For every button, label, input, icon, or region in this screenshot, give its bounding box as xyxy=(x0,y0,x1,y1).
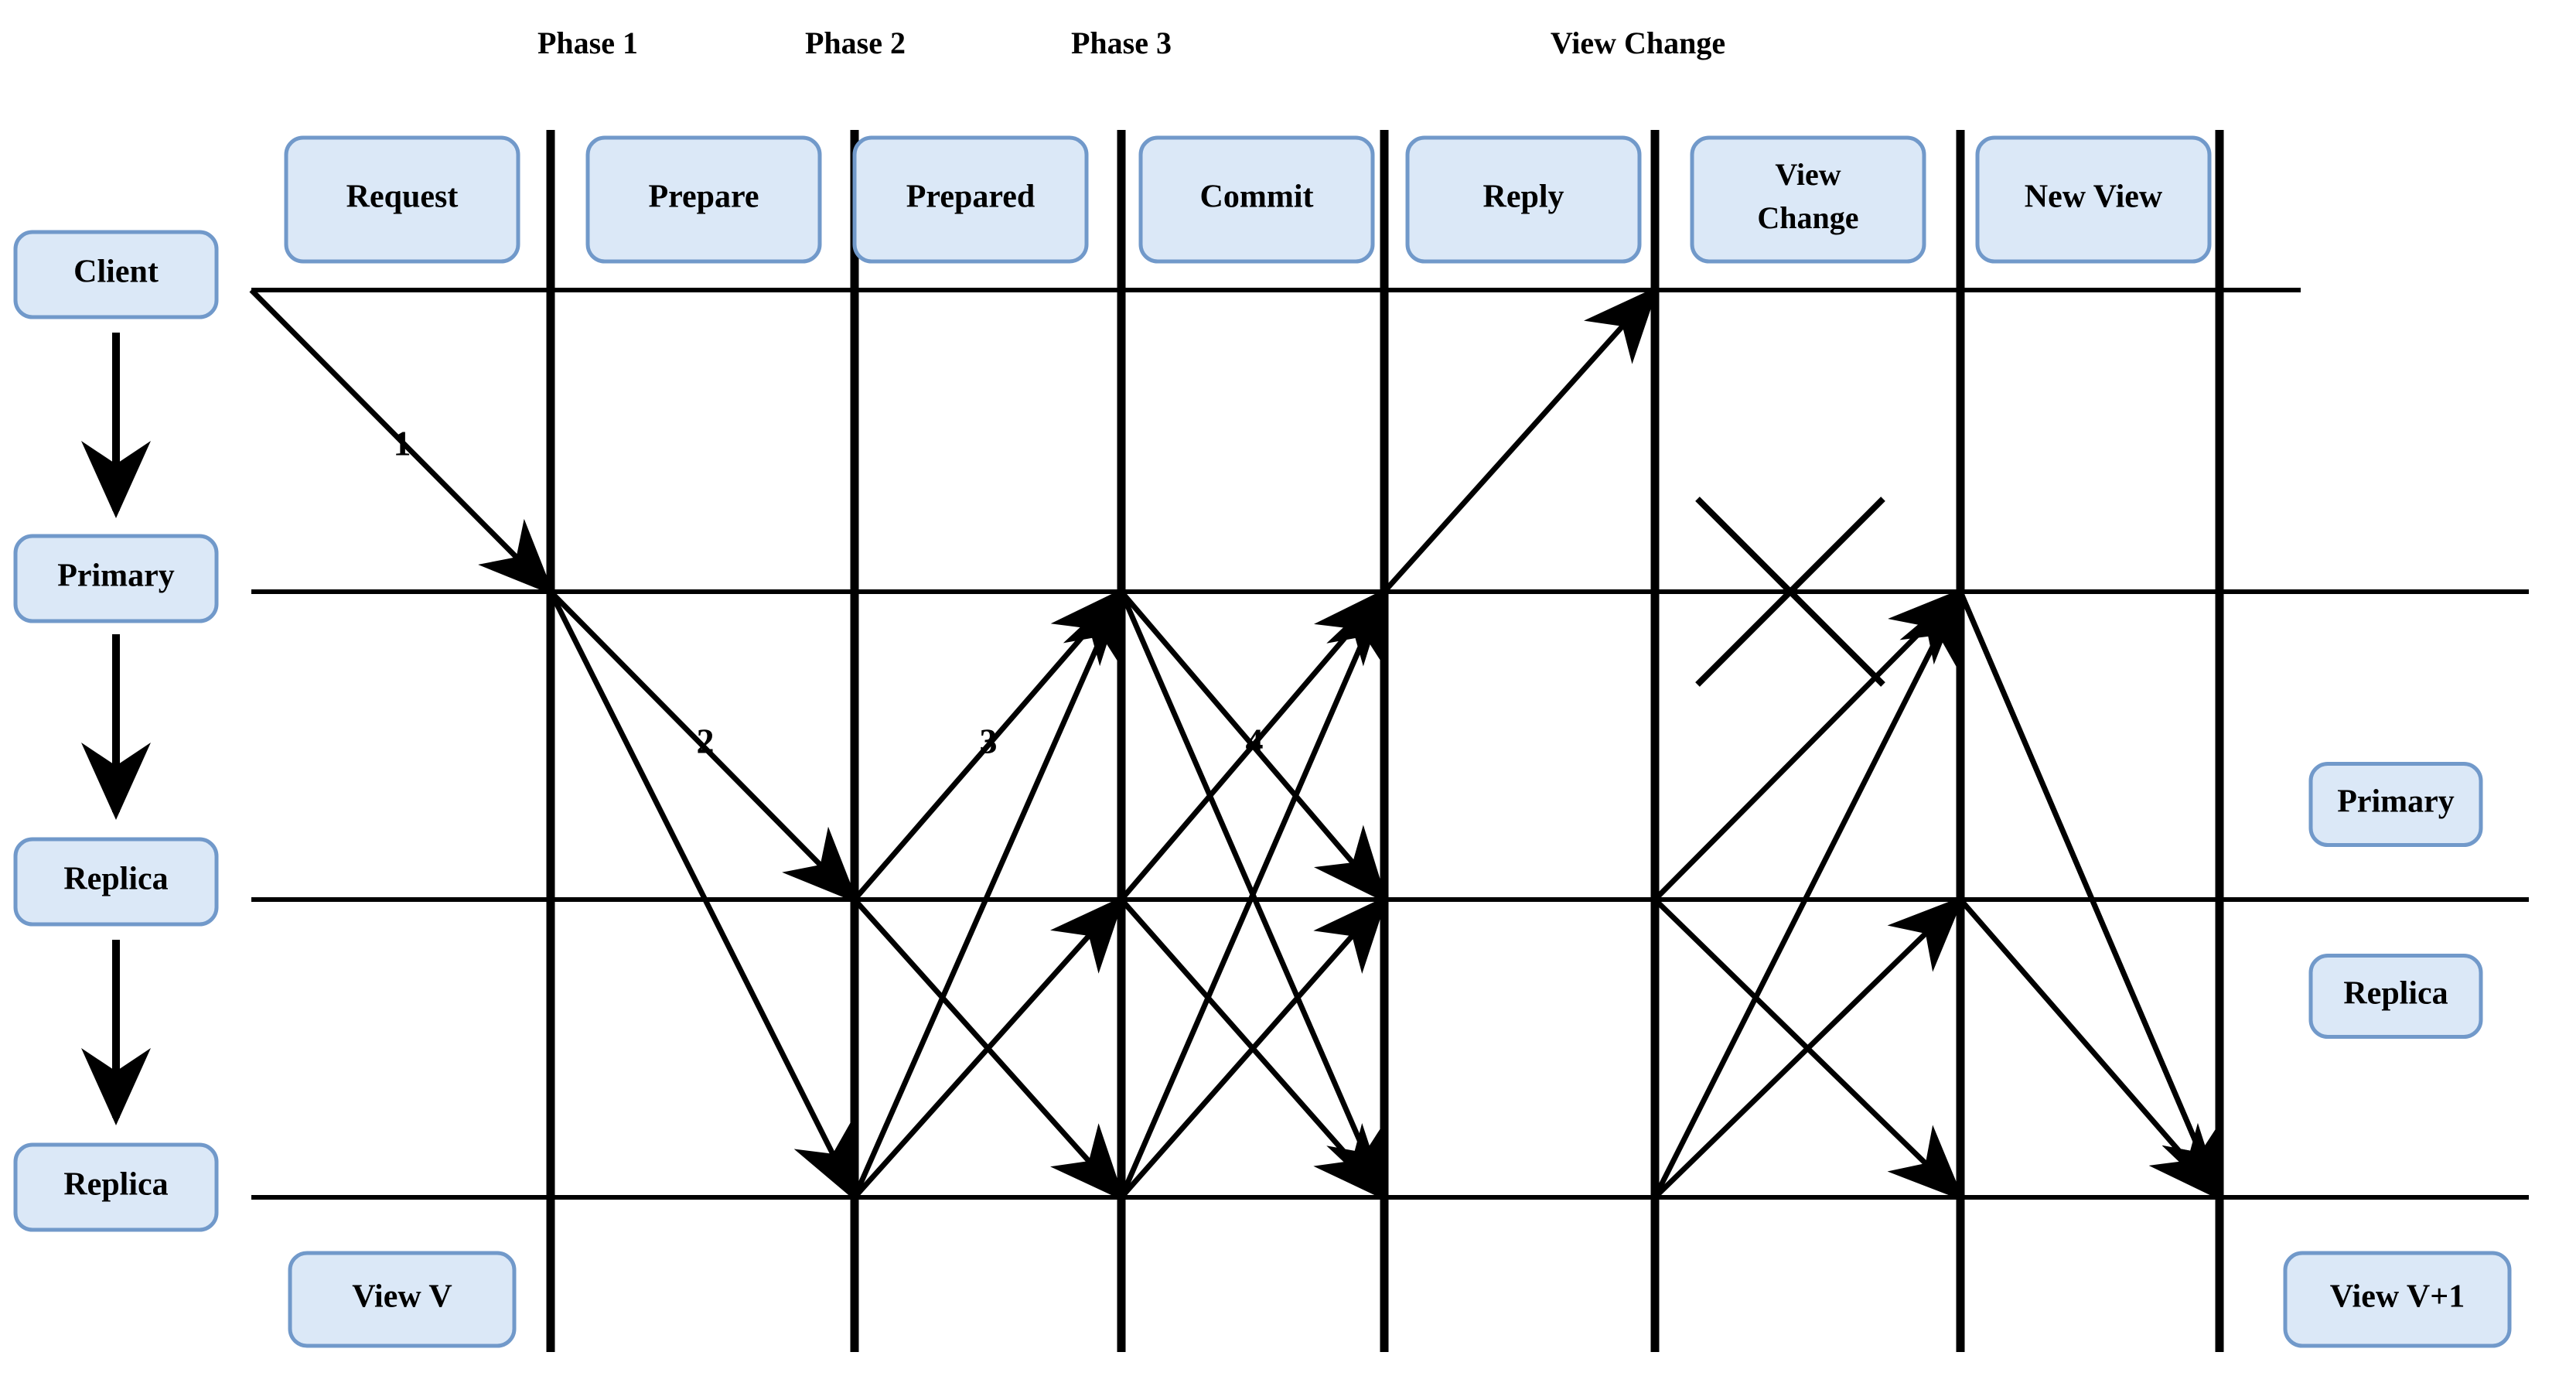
failure-cross-stroke-b xyxy=(1695,497,1885,687)
message-arrow-commit-r2-r1 xyxy=(1119,895,1388,1200)
message-arrow-nv-newp-r2 xyxy=(1957,590,2223,1203)
message-arrow-vc-r2-newp xyxy=(1652,586,1964,1199)
message-arrow-nv-r1-r2 xyxy=(1958,897,2223,1202)
phase-header-phase-3: Phase 3 xyxy=(1071,26,1172,60)
message-box-reply: Reply xyxy=(1405,135,1642,264)
message-box-request: Request xyxy=(284,135,520,264)
message-arrow-vc-r1-r2 xyxy=(1653,897,1965,1201)
message-box-reply-rect xyxy=(1405,135,1642,264)
role-box-right-replica-2: Replica xyxy=(2308,954,2483,1039)
message-box-view-change-label-line-1: View xyxy=(1775,157,1841,192)
role-box-right-primary-1-label: Primary xyxy=(2337,784,2455,820)
message-arrow-vc-r1-newp xyxy=(1653,588,1964,902)
role-box-left-replica-3-label: Replica xyxy=(63,862,168,897)
divider-group xyxy=(546,130,2224,1352)
message-arrow-prepare-p-r2 xyxy=(548,590,858,1203)
phase-header-phase-2: Phase 2 xyxy=(805,26,906,60)
primary-failure-cross xyxy=(1695,497,1885,687)
view-box-view-vplus1-label: View V+1 xyxy=(2330,1279,2465,1315)
role-box-left-primary-2-rect xyxy=(13,534,219,623)
role-box-left-replica-4: Replica xyxy=(13,1142,219,1232)
message-arrow-prepare-p-r1 xyxy=(548,589,858,903)
role-box-left-replica-3: Replica xyxy=(13,837,219,927)
view-box-view-v-label: View V xyxy=(352,1279,452,1315)
message-box-request-label: Request xyxy=(346,179,459,215)
message-box-commit-label: Commit xyxy=(1200,179,1314,215)
role-box-left-client-1-rect xyxy=(13,230,219,319)
role-box-left-client-1-label: Client xyxy=(73,254,159,290)
step-number-3: 3 xyxy=(980,722,998,761)
phase-header-phase-1: Phase 1 xyxy=(537,26,638,60)
view-box-view-v-rect xyxy=(288,1251,517,1348)
role-box-right-replica-2-rect xyxy=(2308,954,2483,1039)
message-box-new-view-rect xyxy=(1975,135,2212,264)
message-box-commit: Commit xyxy=(1138,135,1375,264)
message-arrow-group xyxy=(249,285,2223,1203)
message-box-prepared-rect xyxy=(852,135,1089,264)
message-box-prepare-label: Prepare xyxy=(648,179,759,215)
message-box-prepared: Prepared xyxy=(852,135,1089,264)
message-box-new-view-label: New View xyxy=(2025,179,2163,215)
message-box-view-change-rect xyxy=(1690,135,1926,264)
step-number-4: 4 xyxy=(1246,722,1264,761)
message-arrow-prepared-r2-p xyxy=(851,586,1124,1199)
view-box-view-v: View V xyxy=(288,1251,517,1348)
lifeline-group xyxy=(251,288,2529,1200)
phase-header-view-change: View Change xyxy=(1551,26,1725,60)
message-box-view-change-label-line-2: Change xyxy=(1757,200,1858,235)
message-arrow-commit-r2-p xyxy=(1118,586,1387,1199)
role-box-left-replica-3-rect xyxy=(13,837,219,927)
phase-header-group: Phase 1 Phase 2 Phase 3 View Change xyxy=(537,26,1725,60)
step-number-group: 1 2 3 4 xyxy=(394,424,1264,761)
role-box-right-primary-1: Primary xyxy=(2308,762,2483,847)
role-box-left-primary-2: Primary xyxy=(13,534,219,623)
role-box-left-primary-2-label: Primary xyxy=(57,558,175,594)
message-box-commit-rect xyxy=(1138,135,1375,264)
view-box-group: View V View V+1 xyxy=(288,1251,2512,1348)
message-box-new-view: New View xyxy=(1975,135,2212,264)
step-number-2: 2 xyxy=(697,722,715,761)
message-arrow-prepared-r2-r1 xyxy=(852,895,1125,1200)
role-box-right-replica-2-label: Replica xyxy=(2343,976,2448,1012)
message-arrow-request xyxy=(249,288,554,596)
role-box-left-client-1: Client xyxy=(13,230,219,319)
message-box-prepare: Prepare xyxy=(585,135,822,264)
message-box-reply-label: Reply xyxy=(1483,179,1564,215)
view-box-view-vplus1: View V+1 xyxy=(2283,1251,2512,1348)
step-number-1: 1 xyxy=(394,424,411,463)
message-arrow-reply-p-client xyxy=(1382,285,1659,594)
view-box-view-vplus1-rect xyxy=(2283,1251,2512,1348)
failure-mark-group xyxy=(1695,497,1885,687)
role-box-left-replica-4-label: Replica xyxy=(63,1167,168,1203)
message-box-group: Request Prepare Prepared Commit Reply ViewCha… xyxy=(284,135,2212,264)
role-box-right-primary-1-rect xyxy=(2308,762,2483,847)
message-box-request-rect xyxy=(284,135,520,264)
role-box-left-replica-4-rect xyxy=(13,1142,219,1232)
message-box-prepare-rect xyxy=(585,135,822,264)
message-box-prepared-label: Prepared xyxy=(906,179,1035,215)
